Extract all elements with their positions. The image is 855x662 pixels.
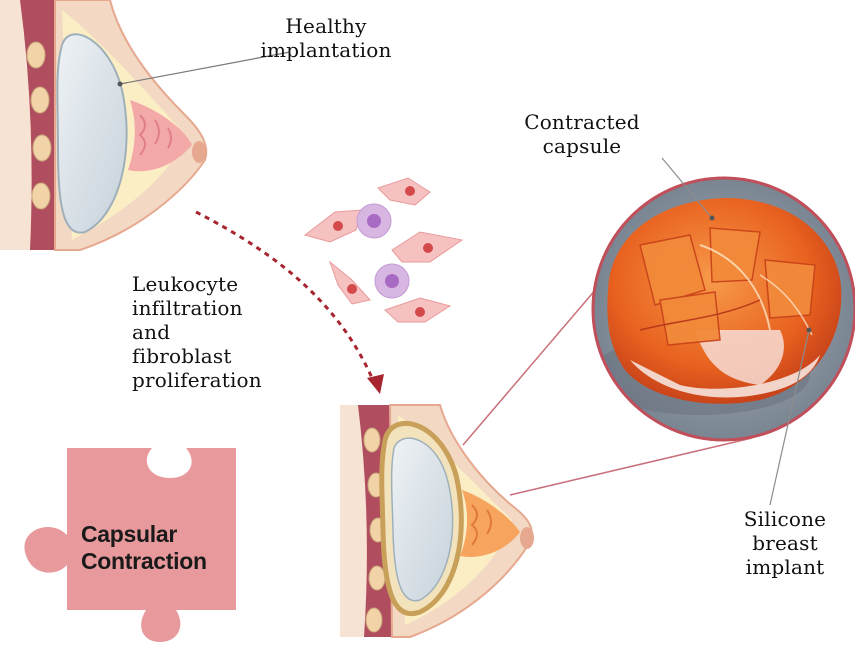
puzzle-label: Capsular Contraction	[81, 521, 207, 575]
label-line: Silicone	[735, 507, 835, 531]
label-line: proliferation	[132, 368, 262, 392]
label-line: Contracted	[512, 110, 652, 134]
label-line: Healthy	[246, 14, 406, 38]
label-line: infiltration	[132, 296, 262, 320]
label-line: breast	[735, 531, 835, 555]
label-line: capsule	[512, 134, 652, 158]
label-line: Contraction	[81, 548, 207, 575]
label-line: Leukocyte	[132, 272, 262, 296]
contracted-breast-illustration	[340, 405, 534, 637]
label-line: implant	[735, 555, 835, 579]
label-silicone-implant: Silicone breast implant	[735, 507, 835, 579]
label-healthy-implantation: Healthy implantation	[246, 14, 406, 62]
label-line: and	[132, 320, 262, 344]
label-process: Leukocyte infiltration and fibroblast pr…	[132, 272, 262, 392]
label-line: implantation	[246, 38, 406, 62]
cells-cluster	[305, 178, 462, 322]
label-contracted-capsule: Contracted capsule	[512, 110, 652, 158]
capsule-photo	[590, 158, 855, 505]
label-line: fibroblast	[132, 344, 262, 368]
label-line: Capsular	[81, 521, 207, 548]
